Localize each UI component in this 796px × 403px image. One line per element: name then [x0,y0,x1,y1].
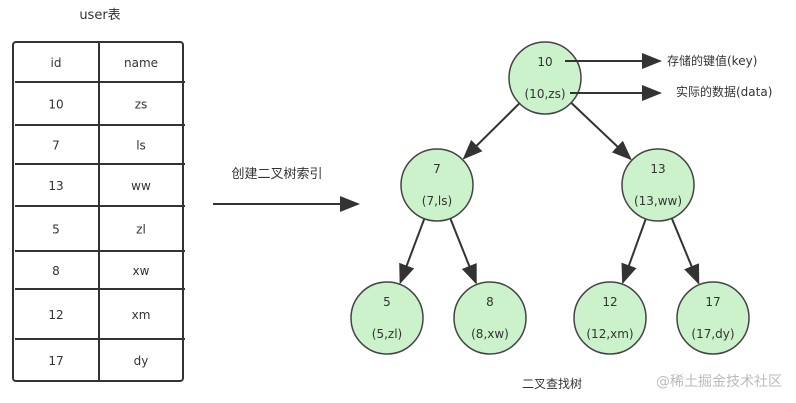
node-key: 8 [486,295,494,309]
tree-edge [621,218,647,285]
table-cell: 5 [52,223,60,237]
tree-node: 10 (10,zs) [508,41,582,115]
table-cell: ww [131,179,151,193]
table-cell: zs [135,98,148,112]
tree-node: 17 (17,dy) [676,281,750,355]
user-table: id name 10 zs 7 ls 13 ww 5 zl 8 xw 12 xm 17 dy [12,41,185,382]
tree-edge [670,217,700,285]
node-key: 5 [383,295,391,309]
table-cell: xw [133,264,150,278]
node-data: (10,zs) [525,87,566,101]
node-key: 10 [537,55,552,69]
node-data: (12,xm) [586,327,633,341]
node-key: 7 [433,162,441,176]
table-cell: 8 [52,264,60,278]
node-key: 17 [705,295,720,309]
node-data: (7,ls) [422,194,452,208]
table-cell: 13 [48,179,63,193]
tree-node: 8 (8,xw) [453,281,527,355]
node-data: (5,zl) [372,327,402,341]
tree-node: 7 (7,ls) [400,148,474,222]
tree-edge [399,218,426,285]
node-key: 13 [650,162,665,176]
node-data: (13,ww) [634,194,682,208]
tree-node: 13 (13,ww) [621,148,695,222]
table-cell: xm [132,308,151,322]
watermark: @稀土掘金技术社区 [656,374,782,390]
data-annotation: 实际的数据(data) [676,84,772,99]
table-cell: dy [134,354,149,368]
tree-caption: 二叉查找树 [522,376,582,391]
key-annotation: 存储的键值(key) [667,53,757,68]
tree-edge [570,102,632,161]
arrow-label: 创建二叉树索引 [231,167,322,182]
table-cell: 7 [52,139,60,153]
table-cell: 10 [48,98,63,112]
table-cell: 12 [48,308,63,322]
table-header-cell: name [124,56,158,70]
node-key: 12 [602,295,617,309]
tree-edge [449,218,477,285]
table-header-cell: id [51,56,62,70]
table-title: user表 [79,8,120,23]
node-data: (17,dy) [691,327,734,341]
tree-edge [462,102,521,160]
table-cell: 17 [48,354,63,368]
tree-node: 5 (5,zl) [350,281,424,355]
table-cell: ls [136,139,146,153]
node-data: (8,xw) [471,327,509,341]
tree-node: 12 (12,xm) [573,281,647,355]
table-cell: zl [136,223,146,237]
